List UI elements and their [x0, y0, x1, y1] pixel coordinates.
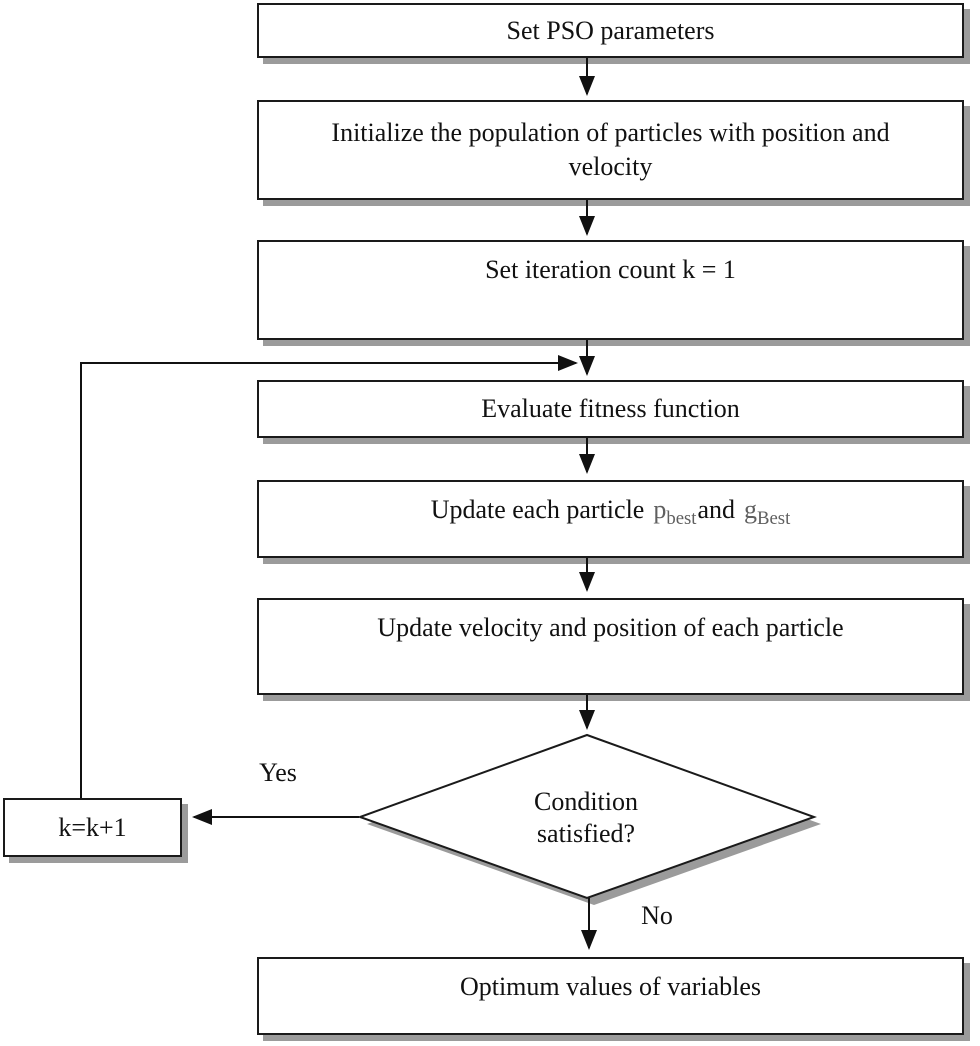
edge-label-no: No [641, 901, 673, 930]
node-optimum-values: Optimum values of variables [257, 957, 964, 1035]
node-k-increment: k=k+1 [3, 798, 182, 857]
gbest-symbol: gBest [744, 495, 791, 530]
node-set-pso-parameters-label: Set PSO parameters [506, 15, 715, 45]
decision-diamond-label: Condition satisfied? [533, 787, 638, 848]
node-initialize-population: Initialize the population of particles w… [257, 100, 964, 200]
update-best-prefix: Update each particle [430, 495, 645, 524]
node-initialize-population-label: Initialize the population of particles w… [331, 118, 890, 181]
update-best-conjunction: and [697, 495, 736, 524]
node-set-pso-parameters: Set PSO parameters [257, 3, 964, 58]
node-update-velocity-position-label: Update velocity and position of each par… [377, 613, 844, 642]
node-optimum-values-label: Optimum values of variables [459, 972, 762, 1001]
node-set-iteration-count-label: Set iteration count k = 1 [485, 255, 736, 284]
node-k-increment-label: k=k+1 [58, 812, 127, 842]
pbest-symbol: pbest [653, 495, 697, 530]
node-evaluate-fitness-label: Evaluate fitness function [481, 394, 740, 423]
edge-label-yes: Yes [259, 758, 297, 787]
node-set-iteration-count: Set iteration count k = 1 [257, 240, 964, 340]
node-evaluate-fitness: Evaluate fitness function [257, 380, 964, 438]
node-update-velocity-position: Update velocity and position of each par… [257, 598, 964, 695]
